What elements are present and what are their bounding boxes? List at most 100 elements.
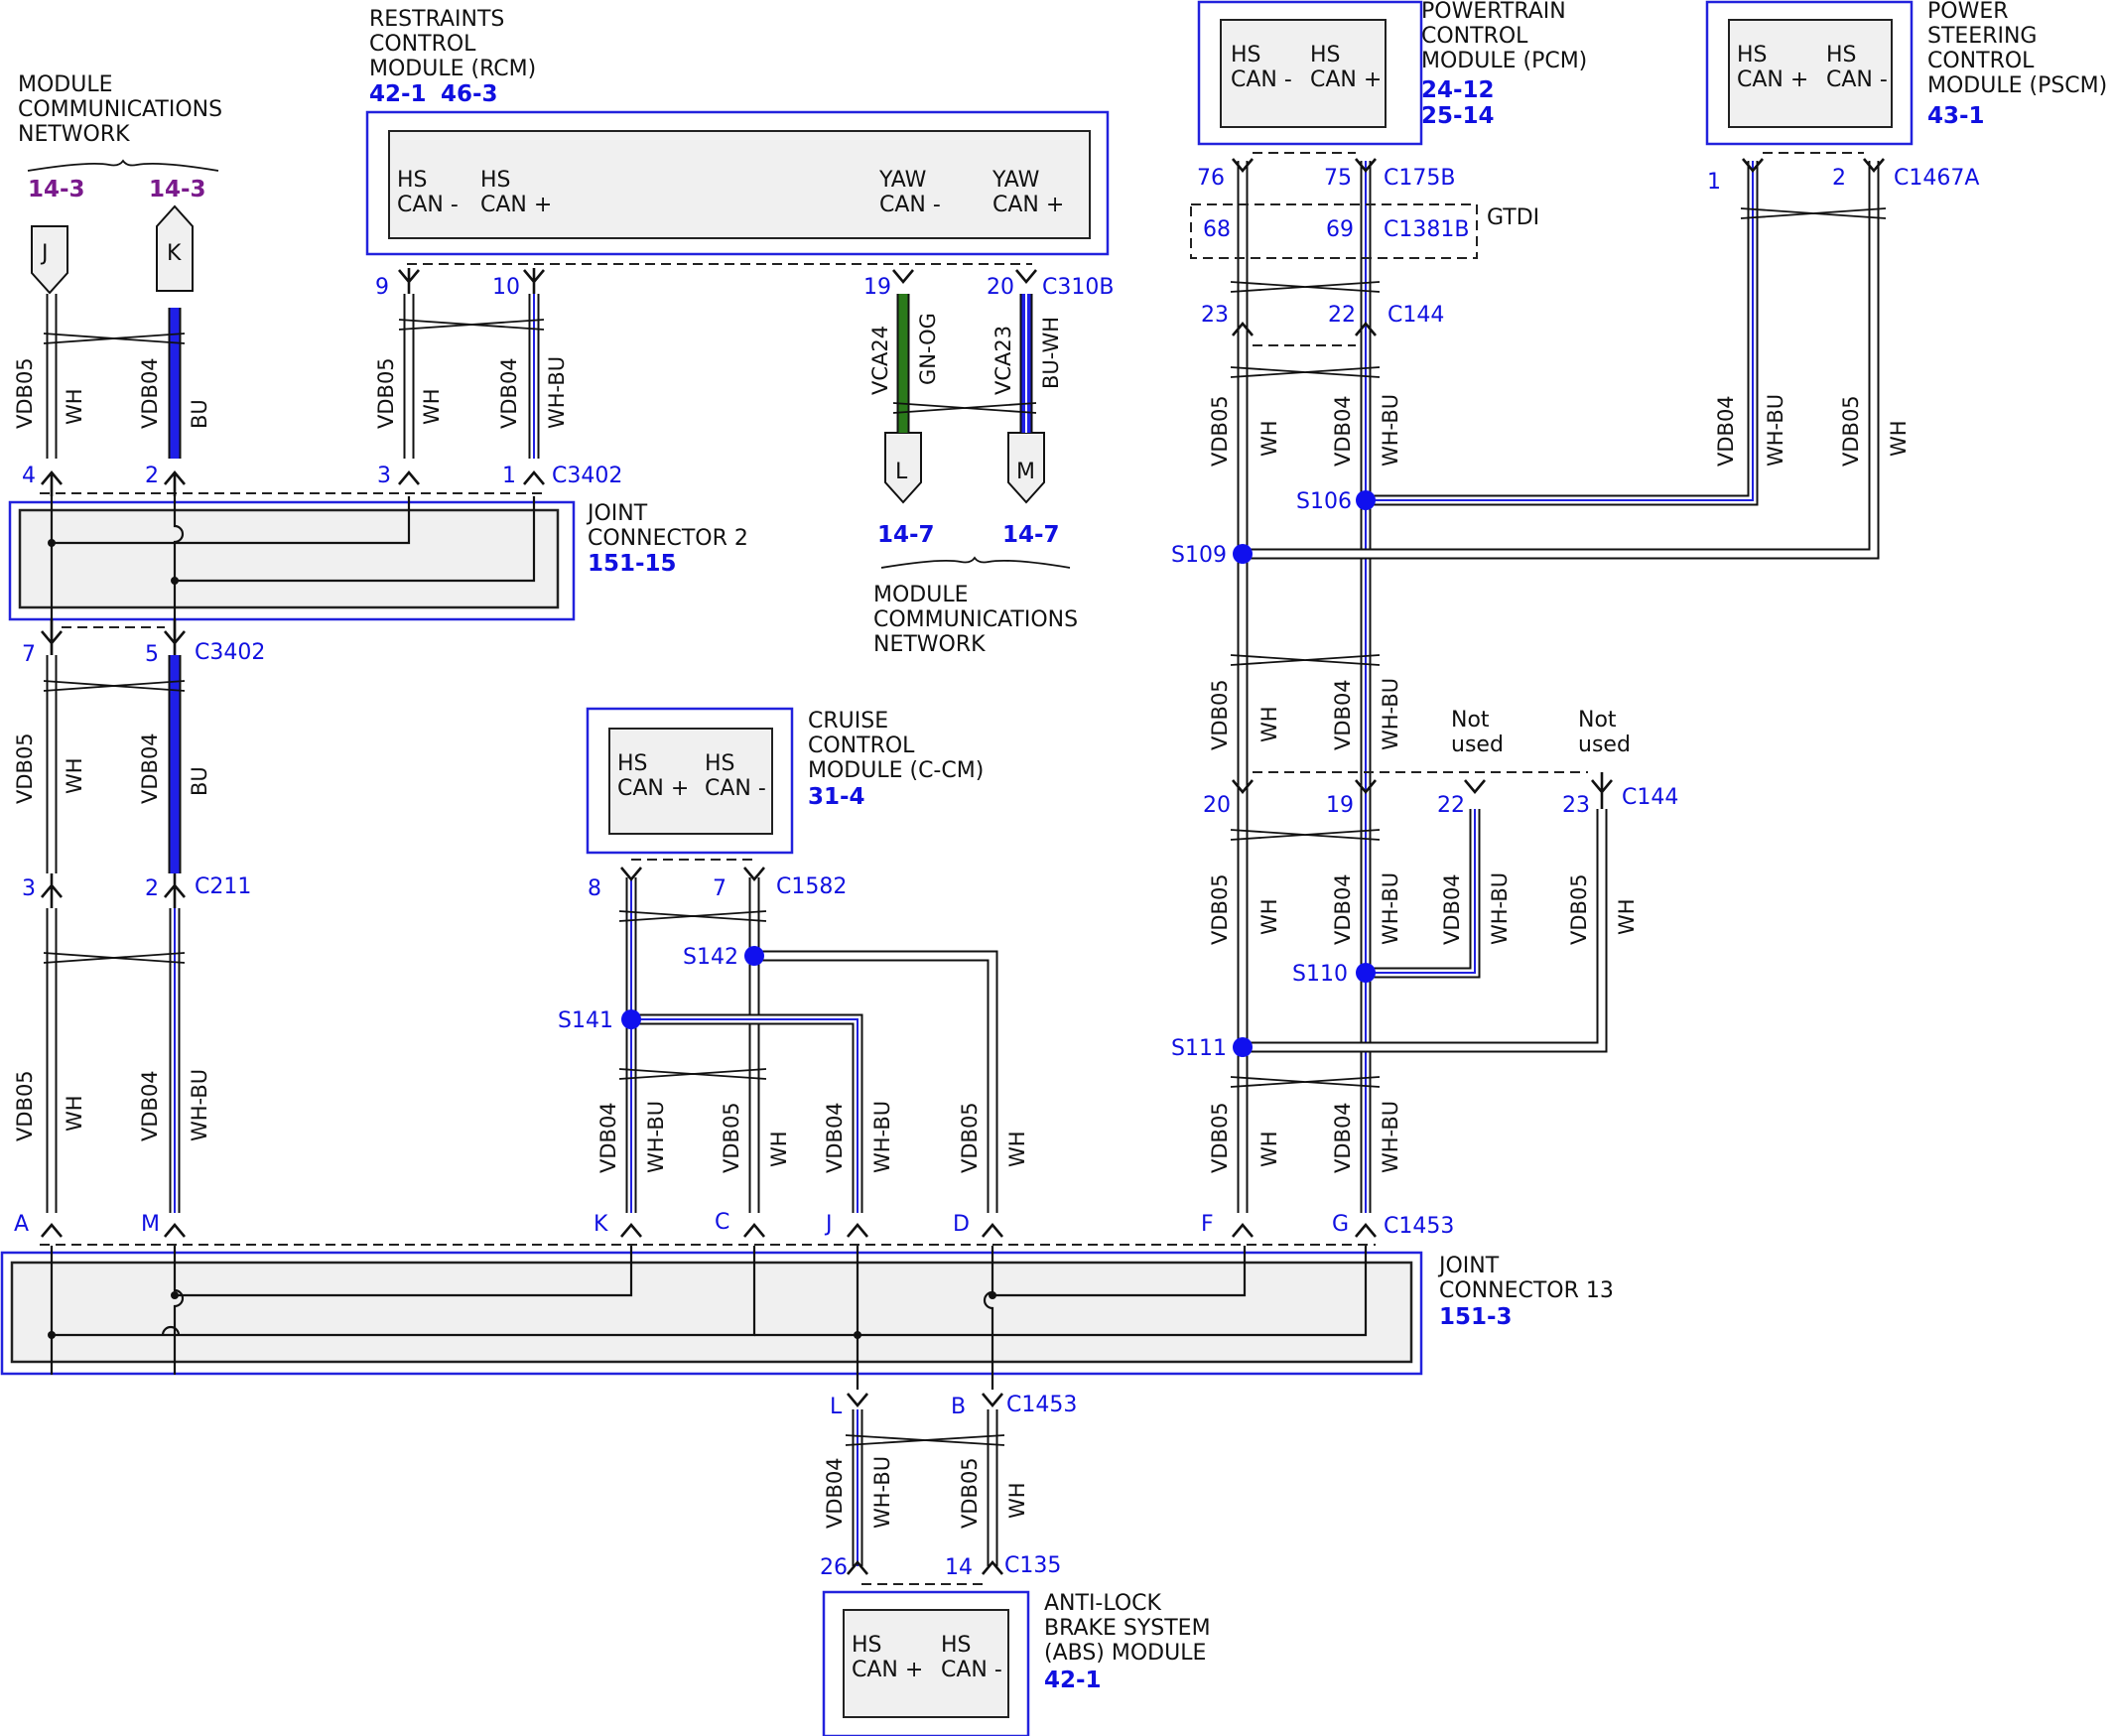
- svg-text:VDB05: VDB05: [958, 1102, 982, 1173]
- svg-text:Not: Not: [1451, 708, 1490, 733]
- svg-text:MODULE (RCM): MODULE (RCM): [369, 57, 536, 81]
- svg-text:C310B: C310B: [1042, 275, 1114, 300]
- svg-text:CAN +: CAN +: [1737, 67, 1808, 92]
- svg-text:2: 2: [145, 464, 159, 488]
- svg-text:K: K: [167, 241, 182, 266]
- svg-text:WH-BU: WH-BU: [870, 1101, 894, 1173]
- splice-s141: [621, 1009, 641, 1029]
- svg-text:WH: WH: [1257, 420, 1281, 457]
- svg-text:24-12: 24-12: [1421, 77, 1495, 103]
- svg-text:HS: HS: [480, 168, 511, 193]
- splice-s142: [744, 946, 764, 966]
- svg-text:MODULE (PCM): MODULE (PCM): [1421, 49, 1587, 73]
- svg-text:C1582: C1582: [776, 874, 847, 899]
- svg-text:VDB05: VDB05: [1208, 395, 1232, 467]
- svg-text:VDB04: VDB04: [138, 357, 162, 429]
- abs-module: HS CAN + HS CAN - ANTI-LOCK BRAKE SYSTEM…: [822, 1583, 1211, 1736]
- svg-text:5: 5: [145, 642, 159, 667]
- svg-text:C3402: C3402: [552, 464, 622, 488]
- svg-text:S141: S141: [558, 1008, 613, 1033]
- wire-pscm: [1243, 161, 1880, 560]
- svg-text:WH-BU: WH-BU: [1764, 394, 1787, 467]
- svg-text:CRUISE: CRUISE: [808, 709, 888, 734]
- svg-text:3: 3: [22, 876, 36, 901]
- svg-text:G: G: [1332, 1212, 1349, 1237]
- svg-text:C144: C144: [1387, 303, 1444, 328]
- svg-text:WH: WH: [1615, 898, 1639, 935]
- svg-text:WH: WH: [1005, 1131, 1029, 1167]
- twist-markers: [43, 207, 1887, 1446]
- svg-text:CAN +: CAN +: [1310, 67, 1382, 92]
- svg-text:CAN +: CAN +: [617, 776, 689, 801]
- svg-text:Not: Not: [1578, 708, 1617, 733]
- svg-text:COMMUNICATIONS: COMMUNICATIONS: [18, 97, 222, 122]
- svg-text:42-1: 42-1: [369, 81, 427, 107]
- svg-text:L: L: [830, 1395, 843, 1419]
- svg-text:20: 20: [987, 275, 1014, 300]
- svg-text:STEERING: STEERING: [1927, 24, 2037, 49]
- svg-text:20: 20: [1203, 793, 1231, 818]
- svg-text:69: 69: [1326, 217, 1354, 242]
- svg-text:MODULE (C-CM): MODULE (C-CM): [808, 758, 984, 783]
- svg-text:14-7: 14-7: [877, 522, 935, 548]
- splice-labels: S106 S109 S110 S111 S141 S142: [558, 489, 1352, 1061]
- svg-text:WH: WH: [1005, 1482, 1029, 1519]
- svg-text:CAN -: CAN -: [879, 193, 941, 217]
- splice-s111: [1233, 1037, 1253, 1057]
- svg-text:GN-OG: GN-OG: [916, 313, 940, 385]
- svg-text:WH: WH: [63, 388, 86, 425]
- svg-text:HS: HS: [1310, 43, 1341, 67]
- svg-text:JOINT: JOINT: [586, 501, 648, 526]
- svg-text:19: 19: [1326, 793, 1354, 818]
- svg-text:BRAKE SYSTEM: BRAKE SYSTEM: [1044, 1616, 1211, 1641]
- svg-text:VDB04: VDB04: [1714, 395, 1738, 467]
- svg-text:JOINT: JOINT: [1437, 1254, 1500, 1278]
- connector-j: J: [31, 225, 68, 295]
- svg-text:CAN +: CAN +: [480, 193, 552, 217]
- splice-s110: [1356, 963, 1376, 983]
- svg-text:VCA24: VCA24: [868, 326, 892, 395]
- mcn-mid: L M 14-7 14-7 MODULE COMMUNICATIONS NETW…: [873, 432, 1078, 657]
- svg-text:WH-BU: WH-BU: [188, 1069, 211, 1141]
- svg-text:K: K: [594, 1212, 608, 1237]
- svg-text:COMMUNICATIONS: COMMUNICATIONS: [873, 607, 1078, 632]
- svg-text:used: used: [1578, 733, 1631, 757]
- splice-s109: [1233, 544, 1253, 564]
- svg-text:RESTRAINTS: RESTRAINTS: [369, 7, 504, 32]
- svg-text:46-3: 46-3: [441, 81, 498, 107]
- svg-text:CONTROL: CONTROL: [1421, 24, 1528, 49]
- svg-text:HS: HS: [1826, 43, 1857, 67]
- svg-text:NETWORK: NETWORK: [18, 122, 130, 147]
- svg-text:ANTI-LOCK: ANTI-LOCK: [1044, 1591, 1162, 1616]
- wire-left-top: [46, 294, 182, 459]
- svg-text:S106: S106: [1296, 489, 1352, 514]
- svg-text:VCA23: VCA23: [991, 326, 1015, 395]
- svg-text:used: used: [1451, 733, 1504, 757]
- svg-text:22: 22: [1437, 793, 1465, 818]
- svg-text:7: 7: [713, 876, 727, 901]
- connector-k: K: [156, 204, 194, 292]
- svg-text:WH: WH: [1887, 420, 1911, 457]
- svg-text:2: 2: [1832, 166, 1846, 191]
- svg-text:CONTROL: CONTROL: [369, 32, 476, 57]
- svg-text:23: 23: [1562, 793, 1590, 818]
- svg-text:POWERTRAIN: POWERTRAIN: [1421, 0, 1566, 24]
- connector-arrows: [41, 158, 1885, 1575]
- svg-text:C1453: C1453: [1006, 1393, 1077, 1417]
- svg-text:VDB05: VDB05: [13, 733, 37, 804]
- svg-text:WH: WH: [420, 388, 444, 425]
- svg-text:WH: WH: [767, 1131, 791, 1167]
- svg-text:CONNECTOR 2: CONNECTOR 2: [588, 526, 748, 551]
- svg-text:CAN -: CAN -: [941, 1658, 1002, 1682]
- rcm-module: RESTRAINTS CONTROL MODULE (RCM) 42-1 46-…: [365, 7, 1110, 265]
- svg-text:C135: C135: [1004, 1553, 1061, 1578]
- svg-text:68: 68: [1203, 217, 1231, 242]
- svg-text:75: 75: [1324, 166, 1352, 191]
- svg-text:25-14: 25-14: [1421, 103, 1495, 129]
- svg-text:VDB05: VDB05: [720, 1102, 743, 1173]
- not-used-notes: Not used Not used: [1451, 708, 1631, 757]
- svg-text:VDB04: VDB04: [1331, 395, 1355, 467]
- svg-text:VDB05: VDB05: [958, 1457, 982, 1529]
- svg-text:HS: HS: [1737, 43, 1768, 67]
